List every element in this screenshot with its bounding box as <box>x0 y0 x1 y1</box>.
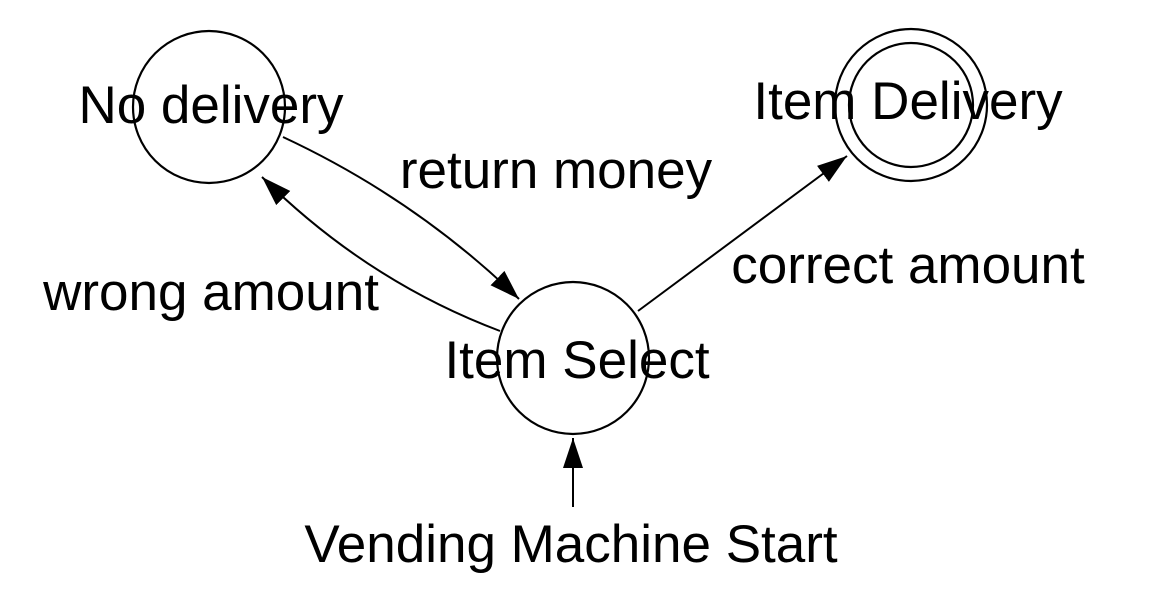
transitions-layer <box>261 136 848 507</box>
transition-return-money-edge <box>282 136 520 300</box>
transition-label-return-money: return money <box>400 141 713 200</box>
transition-label-correct-amount: correct amount <box>731 236 1085 295</box>
state-circle-no-delivery <box>131 29 287 185</box>
state-label-item-select: Item Select <box>444 331 709 390</box>
state-label-item-delivery: Item Delivery <box>753 72 1063 131</box>
state-circle-item-delivery-outer <box>833 27 989 183</box>
transition-wrong-amount-edge <box>261 176 501 332</box>
state-item-select: Item Select <box>444 280 710 436</box>
transition-label-wrong-amount: wrong amount <box>42 263 379 322</box>
state-item-delivery: Item Delivery <box>753 27 1063 183</box>
state-circle-item-select <box>495 280 651 436</box>
state-no-delivery: No delivery <box>78 29 344 185</box>
transition-labels-layer: return money wrong amount correct amount… <box>42 141 1085 574</box>
transition-correct-amount-edge <box>637 155 848 312</box>
start-label: Vending Machine Start <box>304 515 838 574</box>
state-label-no-delivery: No delivery <box>78 76 344 135</box>
state-circle-item-delivery-inner <box>847 41 975 169</box>
